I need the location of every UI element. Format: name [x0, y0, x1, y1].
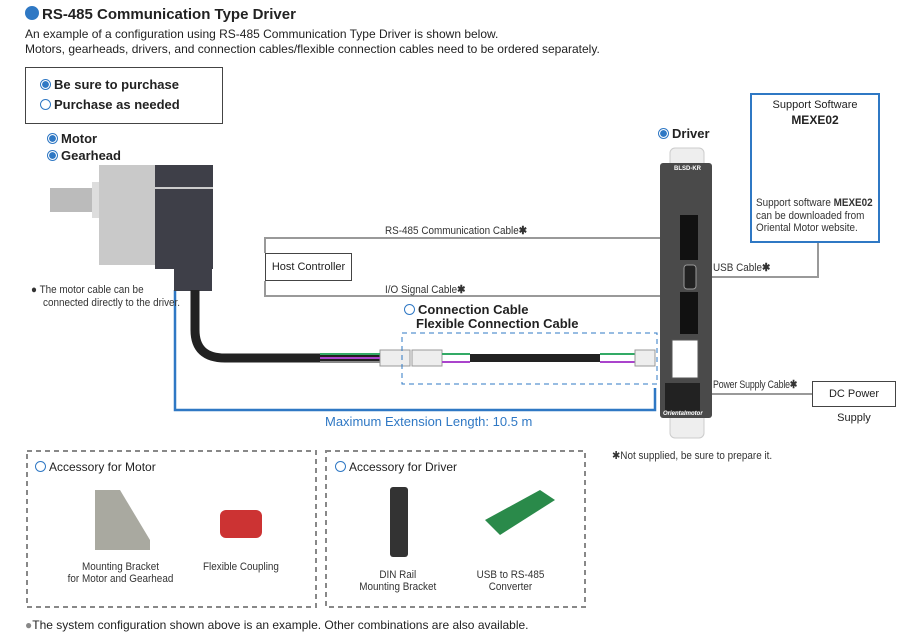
driver-label-text: Driver	[672, 126, 710, 141]
io-cable-label: I/O Signal Cable✱	[385, 283, 465, 296]
rs485-cable-line	[264, 237, 662, 253]
din-rail-bracket-image	[390, 487, 408, 557]
legend-optional-text: Purchase as needed	[54, 97, 180, 112]
connector	[634, 349, 656, 367]
connection-cable-area	[401, 332, 658, 385]
accessory-driver-box	[325, 450, 586, 608]
driver-brand: Orientalmotor	[663, 411, 703, 417]
open-circle-icon	[40, 99, 51, 110]
title-text: Accessory for Driver	[349, 460, 458, 474]
motor-gearhead-image	[50, 165, 213, 291]
driver-image	[660, 147, 712, 439]
legend-required: Be sure to purchase	[40, 77, 179, 92]
io-text: I/O Signal Cable	[385, 284, 458, 296]
software-desc-line2: can be downloaded from	[756, 210, 865, 222]
driver-model: BLSD-KR	[674, 166, 701, 172]
motor-note: ● The motor cable can be	[31, 284, 144, 296]
motor-cable	[190, 290, 380, 363]
accessory-item: Flexible Coupling	[203, 561, 279, 573]
mounting-bracket-image	[95, 490, 150, 550]
open-circle-icon	[335, 461, 346, 472]
item-line: Mounting Bracket	[81, 561, 160, 573]
software-name: MEXE02	[791, 113, 839, 127]
item-line: Converter	[488, 581, 533, 593]
asterisk: ✱	[457, 284, 466, 296]
usb-cable-label: USB Cable✱	[713, 261, 770, 274]
usb-text: USB Cable	[713, 262, 762, 274]
wires	[320, 353, 635, 363]
title-text: Accessory for Motor	[49, 460, 156, 474]
support-software-box	[750, 93, 880, 243]
asterisk: ✱	[789, 379, 798, 391]
connector	[411, 349, 443, 367]
power-text: Power Supply Cable	[713, 379, 790, 391]
open-circle-icon	[404, 304, 415, 315]
gearhead-label-text: Gearhead	[61, 148, 121, 163]
bullet-icon: ●	[25, 618, 33, 632]
desc-text: Support software	[756, 197, 834, 209]
flexible-cable-label: Flexible Connection Cable	[416, 316, 579, 331]
rs485-cable-label: RS-485 Communication Cable✱	[385, 224, 527, 237]
filled-circle-icon	[40, 79, 51, 90]
rs485-text: RS-485 Communication Cable	[385, 225, 519, 237]
cable-lines	[264, 237, 819, 395]
software-desc-line3: Oriental Motor website.	[756, 222, 858, 234]
motor-label: Motor	[47, 131, 97, 146]
connector	[379, 349, 411, 367]
extension-bracket	[173, 290, 657, 412]
item-line: for Motor and Gearhead	[67, 573, 174, 585]
legend-box	[25, 67, 223, 124]
accessory-driver-title: Accessory for Driver	[335, 460, 457, 474]
motor-label-text: Motor	[61, 131, 98, 146]
max-extension-length: Maximum Extension Length: 10.5 m	[325, 414, 533, 429]
host-controller-box: Host Controller	[265, 253, 352, 281]
flexible-cable	[470, 354, 600, 362]
connection-text: Connection Cable	[418, 302, 529, 317]
note-line: The motor cable can be	[39, 284, 144, 296]
power-cable-label: Power Supply Cable✱	[713, 378, 797, 391]
title-text: RS-485 Communication Type Driver	[42, 6, 296, 23]
flexible-coupling-image	[220, 510, 262, 538]
usb-rs485-converter-image	[485, 490, 555, 535]
asterisk: ✱	[761, 262, 771, 274]
filled-circle-icon	[47, 150, 58, 161]
gearhead-label: Gearhead	[47, 148, 121, 163]
legend-required-text: Be sure to purchase	[54, 77, 179, 92]
item-line: USB to RS-485	[476, 569, 545, 581]
software-heading: Support Software	[772, 99, 858, 111]
desc-name: MEXE02	[833, 197, 873, 209]
open-circle-icon	[35, 461, 46, 472]
connection-cable-label: Connection Cable	[404, 302, 529, 317]
usb-cable-line	[712, 243, 819, 278]
dc-power-supply-box: DC Power Supply	[812, 381, 896, 424]
filled-circle-icon	[658, 128, 669, 139]
accessory-motor-box	[26, 450, 317, 608]
item-line: DIN Rail	[379, 569, 417, 581]
motor-note-line2: connected directly to the driver.	[43, 297, 181, 309]
software-desc: Support software MEXE02	[756, 197, 873, 209]
intro-line: An example of a configuration using RS-4…	[25, 27, 499, 41]
filled-circle-icon	[47, 133, 58, 144]
driver-label: Driver	[658, 126, 710, 141]
not-supplied-note: ✱Not supplied, be sure to prepare it.	[612, 450, 773, 462]
io-cable-line	[264, 281, 662, 297]
intro-line: Motors, gearheads, drivers, and connecti…	[25, 42, 600, 56]
page-title: RS-485 Communication Type Driver	[25, 6, 296, 23]
footer-note: ●The system configuration shown above is…	[25, 618, 529, 632]
accessory-motor-title: Accessory for Motor	[35, 460, 156, 474]
legend-optional: Purchase as needed	[40, 97, 180, 112]
footer-text: The system configuration shown above is …	[32, 618, 529, 632]
item-line: Mounting Bracket	[359, 581, 437, 593]
asterisk: ✱	[518, 225, 528, 237]
bullet-icon	[25, 6, 39, 20]
